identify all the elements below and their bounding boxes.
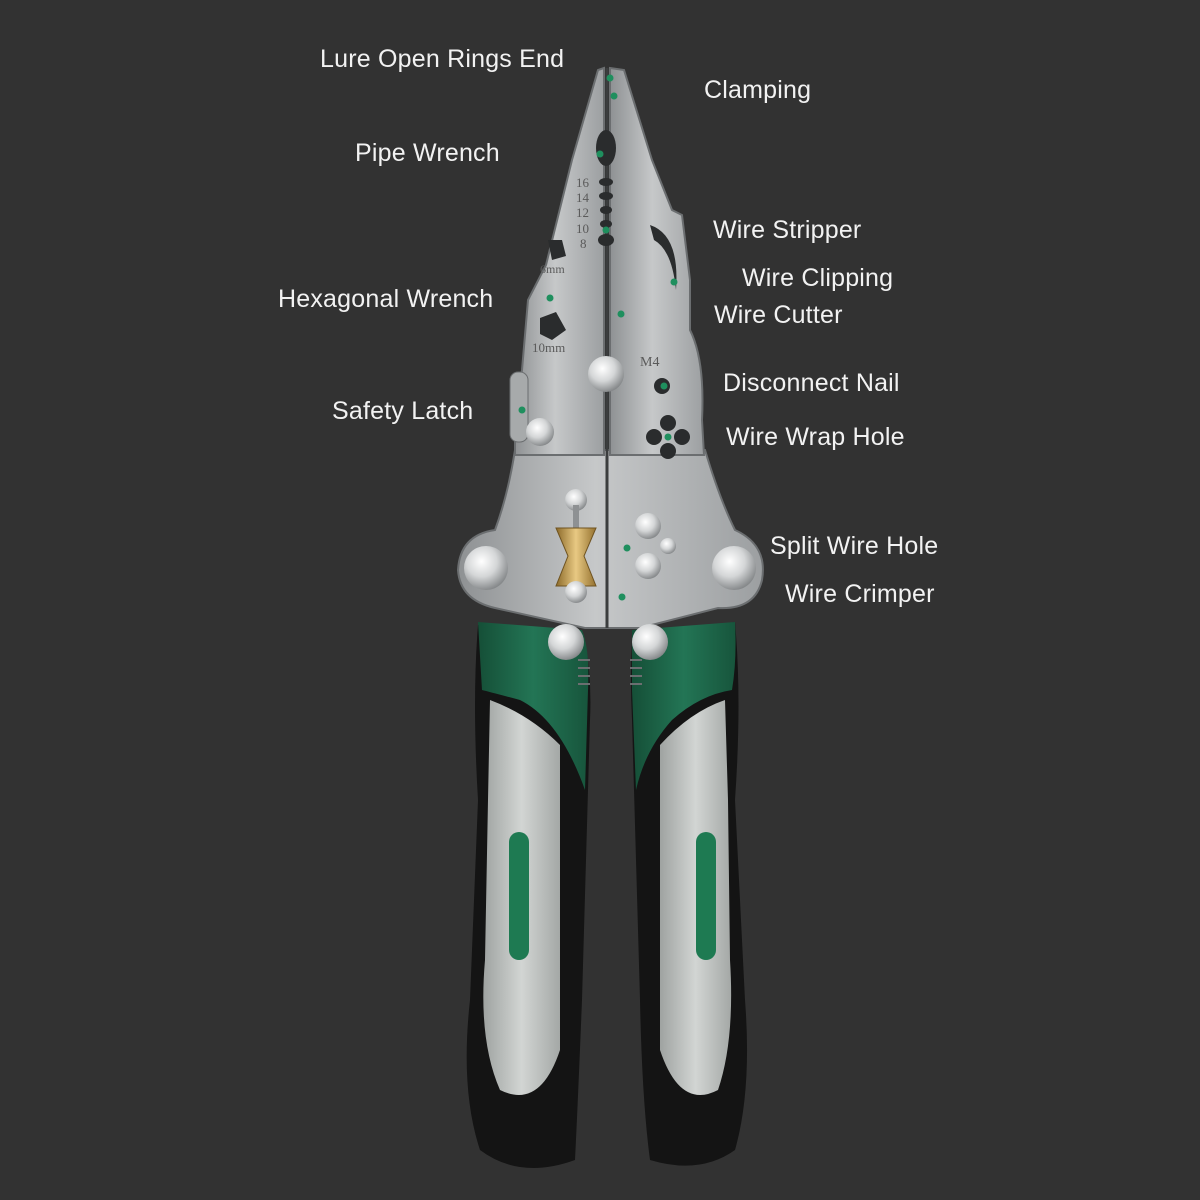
left-handle-green-collar — [478, 622, 589, 790]
marker-safety-latch — [518, 406, 526, 414]
gauge-10-mark: 10 — [576, 221, 589, 236]
thread-m4-mark: M4 — [640, 355, 659, 370]
label-wire-stripper: Wire Stripper — [713, 216, 862, 244]
split-plate-rivet-small — [660, 538, 676, 554]
gauge-14-mark: 14 — [576, 190, 590, 205]
marker-wire-clipping — [670, 278, 678, 286]
marker-wire-wrap-hole — [664, 433, 672, 441]
split-plate-rivet-bottom — [635, 553, 661, 579]
main-pivot-rivet — [588, 356, 624, 392]
label-clamping: Clamping — [704, 76, 812, 104]
right-crimp-rivet — [712, 546, 756, 590]
marker-disconnect-nail — [660, 382, 668, 390]
brass-crimp-spool — [555, 489, 597, 603]
marker-hexagonal-wrench — [546, 294, 554, 302]
hex-10mm-hole — [540, 312, 566, 340]
hex-6mm-mark: 6mm — [540, 262, 565, 276]
left-jaw — [514, 66, 605, 456]
label-wire-crimper: Wire Crimper — [785, 580, 935, 608]
wire-wrap-holes — [646, 415, 690, 459]
plier-head: 16 14 12 10 8 6mm 10mm M4 — [456, 66, 764, 685]
wire-cutter-slot — [650, 225, 677, 290]
safety-latch — [509, 371, 554, 446]
right-handle-rivet — [632, 624, 668, 660]
label-disconnect-nail: Disconnect Nail — [723, 369, 900, 397]
marker-pipe-wrench — [596, 150, 604, 158]
label-wire-cutter: Wire Cutter — [714, 301, 843, 329]
gauge-12-mark: 12 — [576, 205, 589, 220]
gauge-16-mark: 16 — [576, 175, 590, 190]
label-hexagonal-wrench: Hexagonal Wrench — [278, 285, 494, 313]
label-split-wire-hole: Split Wire Hole — [770, 532, 939, 560]
left-handle-green-insert — [509, 832, 529, 960]
right-handle — [631, 622, 748, 1166]
left-crimp-rivet — [464, 546, 508, 590]
callout-marker-dots — [518, 74, 678, 601]
marker-lure-open-rings-end — [606, 74, 614, 82]
left-handle-rivet — [548, 624, 584, 660]
label-safety-latch: Safety Latch — [332, 397, 474, 425]
right-handle-grey-grip — [660, 700, 732, 1095]
hex-6mm-hole — [548, 240, 566, 260]
label-lure-open-rings-end: Lure Open Rings End — [320, 45, 565, 73]
knurled-joint — [578, 659, 642, 685]
label-wire-clipping: Wire Clipping — [742, 264, 894, 292]
crimp-plate — [456, 449, 764, 629]
split-plate-rivet-top — [635, 513, 661, 539]
label-wire-wrap-hole: Wire Wrap Hole — [726, 423, 905, 451]
pipe-wrench-hole — [596, 130, 616, 166]
gauge-8-mark: 8 — [580, 236, 587, 251]
right-handle-green-collar — [632, 622, 736, 790]
marker-wire-stripper — [602, 226, 610, 234]
right-handle-green-insert — [696, 832, 716, 960]
wire-stripper-notches — [598, 178, 614, 246]
marker-clamping — [610, 92, 618, 100]
right-jaw — [609, 66, 706, 456]
hex-10mm-mark: 10mm — [532, 340, 565, 355]
label-pipe-wrench: Pipe Wrench — [355, 139, 500, 167]
marker-wire-cutter — [617, 310, 625, 318]
marker-split-wire-hole — [623, 544, 631, 552]
gauge-engravings: 16 14 12 10 8 6mm 10mm M4 — [532, 175, 659, 370]
marker-wire-crimper — [618, 593, 626, 601]
left-handle — [466, 622, 591, 1168]
